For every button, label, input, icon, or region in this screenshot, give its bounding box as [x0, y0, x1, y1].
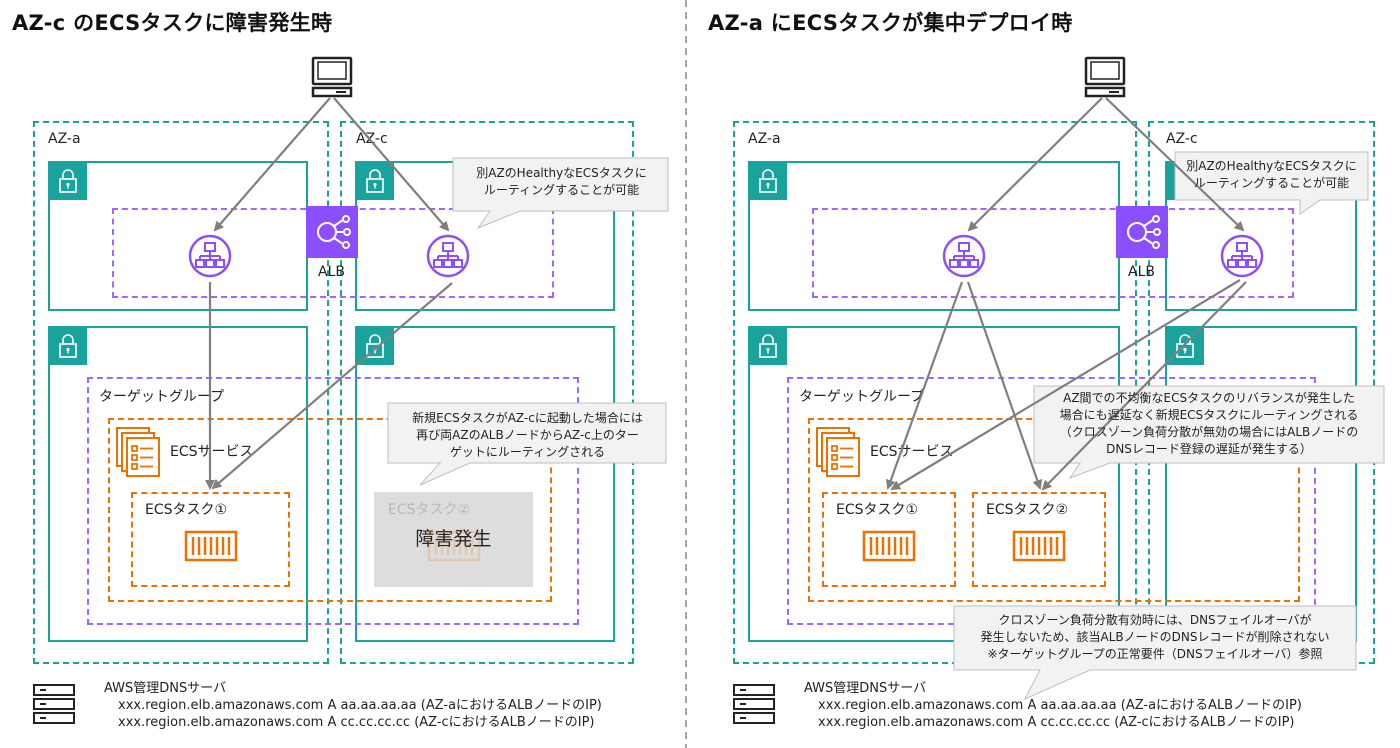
right-ecs-service-label: ECSサービス [870, 444, 954, 460]
right-title: AZ-a にECSタスクが集中デプロイ時 [708, 11, 1073, 35]
arrow [966, 281, 1043, 490]
right-callout3-line: ※ターゲットグループの正常要件（DNSフェイルオーバ）参照 [987, 647, 1323, 661]
left-ecs-service-box [108, 418, 552, 602]
left-az-a-label: AZ-a [48, 131, 81, 147]
left-dns-line2: xxx.region.elb.amazonaws.com A cc.cc.cc.… [118, 715, 595, 730]
left-callout1-overlay: 別AZのHealthyなECSタスクに ルーティングすることが可能 [455, 165, 668, 199]
left-dns-title: AWS管理DNSサーバ [104, 681, 227, 696]
client-pc-icon [1084, 56, 1126, 98]
alb-icon [1115, 205, 1169, 259]
right-callout1: 別AZのHealthyなECSタスクに ルーティングすることが可能 [1175, 158, 1368, 192]
left-title: AZ-c のECSタスクに障害発生時 [12, 11, 333, 35]
left-target-group-label: ターゲットグループ [99, 389, 225, 405]
alb-node-icon [426, 234, 470, 278]
left-task1-box [131, 492, 290, 587]
lock-icon [48, 326, 88, 366]
right-callout1-line: ルーティングすることが可能 [1193, 176, 1350, 190]
alb-node-icon [942, 234, 986, 278]
right-callout2-line: AZ間での不均衡なECSタスクのリバランスが発生した [1063, 391, 1355, 405]
right-callout2-line: （クロスゾーン負荷分散が無効の場合にはALBノードの [1059, 425, 1359, 439]
arrow [1041, 281, 1247, 491]
left-target-group-box [87, 377, 579, 625]
left-callout2-line: 新規ECSタスクがAZ-cに起動した場合には [412, 411, 643, 425]
arrow [967, 97, 1103, 232]
right-callout3-bubble [953, 605, 1357, 701]
right-task1-label: ECSタスク① [836, 502, 919, 518]
dns-server-icon [733, 684, 775, 724]
arrow [213, 97, 331, 232]
container-icon [1012, 530, 1066, 562]
left-task2-label: ECSタスク② [388, 502, 471, 518]
dns-server-icon [33, 684, 75, 724]
arrow [890, 279, 1241, 491]
left-callout2-line: 再び両AZのALBノードからAZ-c上のター [416, 428, 639, 442]
right-private-subnet-a [748, 326, 1120, 642]
left-callout2-overlay: 新規ECSタスクがAZ-cに起動した場合には 再び両AZのALBノードからAZ-… [390, 410, 665, 461]
left-private-subnet-a [48, 326, 308, 642]
arrow [885, 281, 964, 490]
right-task2-box [972, 492, 1106, 587]
right-task1-box [822, 492, 956, 587]
left-task1-label: ECSタスク① [145, 502, 228, 518]
right-az-c-label: AZ-c [1166, 131, 1198, 147]
right-dns-line1: xxx.region.elb.amazonaws.com A aa.aa.aa.… [818, 698, 1302, 713]
alb-node-icon [1220, 234, 1264, 278]
left-ecs-service-label: ECSサービス [170, 444, 254, 460]
right-callout3: クロスゾーン負荷分散有効時には、DNSフェイルオーバが 発生しないため、該当AL… [954, 612, 1356, 663]
left-callout2-bubble [387, 402, 667, 486]
left-dns-line1: xxx.region.elb.amazonaws.com A aa.aa.aa.… [118, 698, 602, 713]
right-callout2: AZ間での不均衡なECSタスクのリバランスが発生した 場合にも遅延なく新規ECS… [1034, 390, 1384, 458]
right-callout1-bubble [1174, 151, 1369, 215]
arrow [1105, 97, 1245, 232]
left-callout1-line: ルーティングすることが可能 [483, 183, 640, 197]
lock-icon [748, 161, 788, 201]
right-az-a-label: AZ-a [748, 131, 781, 147]
arrow [211, 282, 453, 490]
client-pc-icon [311, 56, 353, 98]
ecs-service-icon [116, 427, 160, 477]
right-alb-label: ALB [1128, 264, 1155, 280]
arrow [333, 97, 450, 232]
left-az-a-box [33, 121, 329, 664]
left-alb-label: ALB [318, 264, 345, 280]
right-alb-region [812, 208, 1294, 298]
container-icon [184, 530, 238, 562]
right-callout3-line: 発生しないため、該当ALBノードのDNSレコードが削除されない [980, 630, 1330, 644]
container-icon [862, 530, 916, 562]
right-target-group-label: ターゲットグループ [799, 389, 925, 405]
container-icon [427, 530, 481, 562]
left-callout1-bubble [452, 157, 669, 230]
right-dns-title: AWS管理DNSサーバ [804, 681, 927, 696]
lock-icon [355, 161, 395, 201]
alb-node-icon [188, 234, 232, 278]
right-dns-line2: xxx.region.elb.amazonaws.com A cc.cc.cc.… [818, 715, 1295, 730]
left-callout1-line: 別AZのHealthyなECSタスクに [476, 166, 647, 180]
left-az-c-box [340, 121, 634, 664]
right-callout1-line: 別AZのHealthyなECSタスクに [1186, 159, 1357, 173]
ecs-service-icon [816, 427, 860, 477]
right-callout3-line: クロスゾーン負荷分散有効時には、DNSフェイルオーバが [998, 613, 1312, 627]
right-task2-label: ECSタスク② [986, 502, 1069, 518]
left-az-c-label: AZ-c [356, 131, 388, 147]
lock-icon [48, 161, 88, 201]
left-private-subnet-c [355, 326, 615, 642]
left-callout2-line: ゲットにルーティングされる [449, 445, 606, 459]
right-callout2-line: 場合にも遅延なく新規ECSタスクにルーティングされる [1059, 408, 1359, 422]
lock-icon [748, 326, 788, 366]
right-callout2-line: DNSレコード登録の遅延が発生する） [1106, 442, 1312, 456]
alb-icon [305, 205, 359, 259]
